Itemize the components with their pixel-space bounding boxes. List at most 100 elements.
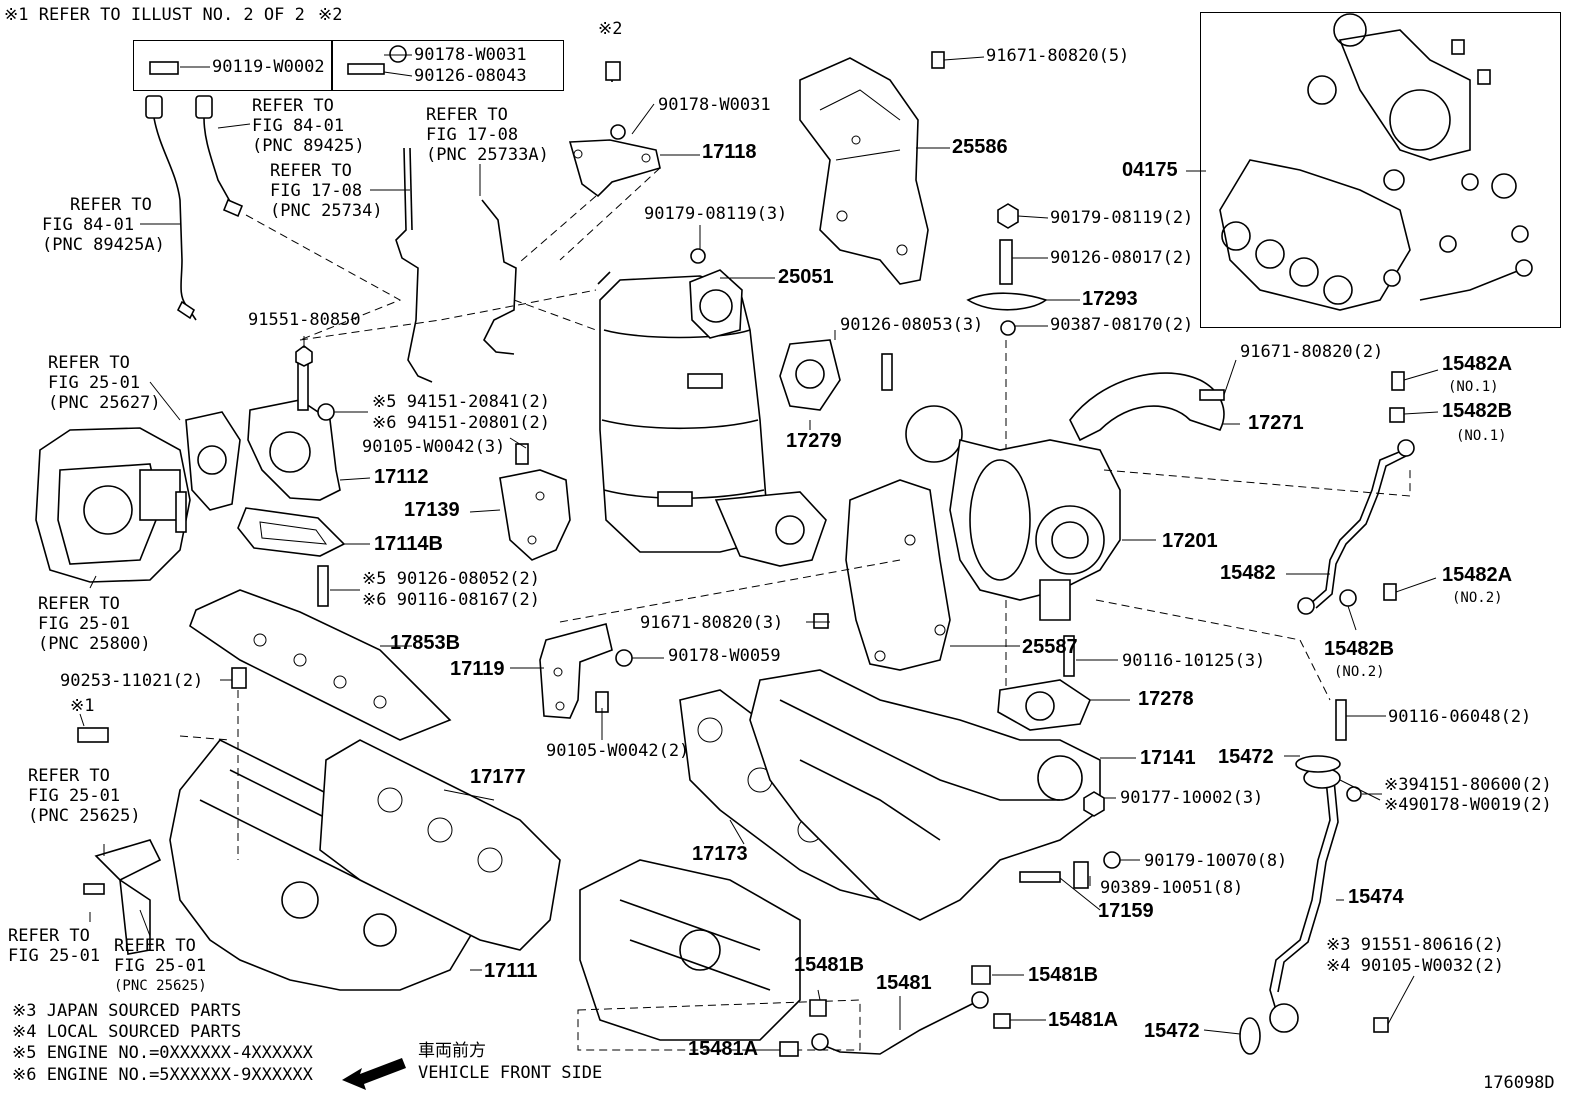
inset-frame <box>1200 12 1561 328</box>
part-90126-08053-3[interactable]: 90126-08053(3) <box>840 315 984 335</box>
part-17159[interactable]: 17159 <box>1098 900 1154 922</box>
part-90179-08119-2[interactable]: 90179-08119(2) <box>1050 208 1194 228</box>
part-90178-W0059[interactable]: 90178-W0059 <box>668 646 781 666</box>
part-17119[interactable]: 17119 <box>450 658 505 680</box>
ref-line: (PNC 89425A) <box>42 235 165 255</box>
part-15482[interactable]: 15482 <box>1220 562 1276 584</box>
part-15474[interactable]: 15474 <box>1348 886 1404 908</box>
part-91551-80616-2[interactable]: ※3 91551-80616(2) <box>1326 935 1505 955</box>
part-91551-80850[interactable]: 91551-80850 <box>248 310 361 330</box>
part-17279[interactable]: 17279 <box>786 430 842 452</box>
ref-line: FIG 25-01 <box>38 614 131 634</box>
part-90179-10070-8[interactable]: 90179-10070(8) <box>1144 851 1288 871</box>
ref-fig-17-08-25734[interactable]: REFER TO FIG 17-08 (PNC 25734) <box>270 161 383 221</box>
part-15482A-no1[interactable]: 15482A <box>1442 353 1513 375</box>
part-90116-10125-3[interactable]: 90116-10125(3) <box>1122 651 1266 671</box>
part-15482A-no2[interactable]: 15482A <box>1442 564 1513 586</box>
part-94151-20801-2[interactable]: ※6 94151-20801(2) <box>372 413 551 433</box>
sensor-wire-harness-b <box>481 199 597 355</box>
part-17293[interactable]: 17293 <box>1082 288 1138 310</box>
ref-fig-25-01-25800[interactable]: REFER TO FIG 25-01 (PNC 25800) <box>38 594 151 654</box>
part-17114B[interactable]: 17114B <box>374 533 443 555</box>
part-15472-top[interactable]: 15472 <box>1218 746 1274 768</box>
part-90116-06048-2[interactable]: 90116-06048(2) <box>1388 707 1532 727</box>
part-90387-08170-2[interactable]: 90387-08170(2) <box>1050 315 1194 335</box>
note-3: ※3 JAPAN SOURCED PARTS <box>12 1001 242 1021</box>
part-15482B-no1[interactable]: 15482B <box>1442 400 1513 422</box>
part-90126-08043[interactable]: 90126-08043 <box>414 66 527 86</box>
heat-insulator-25587 <box>845 479 951 671</box>
part-17278[interactable]: 17278 <box>1138 688 1194 710</box>
part-90116-08167-2[interactable]: ※6 90116-08167(2) <box>362 590 541 610</box>
egr-valve-left <box>35 427 191 583</box>
part-90119-W0002[interactable]: 90119-W0002 <box>212 57 325 77</box>
gasket-17279 <box>779 339 893 411</box>
part-90105-W0042-3[interactable]: 90105-W0042(3) <box>362 437 506 457</box>
ref-line: REFER TO <box>270 161 352 181</box>
ref-line: REFER TO <box>426 105 508 125</box>
part-15481B-left[interactable]: 15481B <box>794 954 865 976</box>
note-5: ※5 ENGINE NO.=0XXXXXX-4XXXXXX <box>12 1043 313 1063</box>
ref-fig-17-08-25733A[interactable]: REFER TO FIG 17-08 (PNC 25733A) <box>426 105 549 165</box>
note-2-marker: ※2 <box>598 19 623 39</box>
oxygen-sensor-left <box>145 95 197 321</box>
ref-line: FIG 25-01 <box>48 373 141 393</box>
ref-fig-25-01-25625-b[interactable]: REFER TO FIG 25-01 (PNC 25625) <box>114 936 207 996</box>
ref-fig-25-01-25627[interactable]: REFER TO FIG 25-01 (PNC 25627) <box>48 353 161 413</box>
part-90179-08119-3[interactable]: 90179-08119(3) <box>644 204 788 224</box>
part-90105-W0032-2[interactable]: ※4 90105-W0032(2) <box>1326 956 1505 976</box>
part-17201[interactable]: 17201 <box>1162 530 1218 552</box>
part-17139[interactable]: 17139 <box>404 499 460 521</box>
part-15472-bottom[interactable]: 15472 <box>1144 1020 1200 1042</box>
part-91671-80820-5[interactable]: 91671-80820(5) <box>986 46 1130 66</box>
part-17177[interactable]: 17177 <box>470 766 526 788</box>
ref-line: (PNC 25625) <box>114 978 207 994</box>
part-15481B-right[interactable]: 15481B <box>1028 964 1099 986</box>
part-25587[interactable]: 25587 <box>1022 636 1078 658</box>
ref-line: (PNC 25734) <box>270 201 383 221</box>
bolts-misc <box>83 45 1225 955</box>
part-90389-10051-8[interactable]: 90389-10051(8) <box>1100 878 1244 898</box>
part-17112[interactable]: 17112 <box>374 466 429 488</box>
vehicle-front-arrow-icon <box>342 1058 406 1090</box>
ref-fig-25-01-25625-a[interactable]: REFER TO FIG 25-01 (PNC 25625) <box>28 766 141 826</box>
part-90178-W0031-a[interactable]: 90178-W0031 <box>414 45 527 65</box>
part-25586[interactable]: 25586 <box>952 136 1008 158</box>
ref-fig-25-01-b[interactable]: REFER TO FIG 25-01 <box>8 926 100 966</box>
part-04175[interactable]: 04175 <box>1122 159 1178 181</box>
part-15481A-right[interactable]: 15481A <box>1048 1009 1119 1031</box>
gasket-17114b <box>237 507 346 557</box>
part-15481[interactable]: 15481 <box>876 972 932 994</box>
part-91671-80820-2[interactable]: 91671-80820(2) <box>1240 342 1384 362</box>
part-17853B[interactable]: 17853B <box>390 632 461 654</box>
part-90178-W0031-b[interactable]: 90178-W0031 <box>658 95 771 115</box>
figure-id: 176098D <box>1483 1073 1555 1093</box>
part-15481A-left[interactable]: 15481A <box>688 1038 759 1060</box>
part-25051[interactable]: 25051 <box>778 266 834 288</box>
note-1-marker: ※1 <box>70 696 95 716</box>
pipe-15481 <box>779 791 1121 1057</box>
part-17141[interactable]: 17141 <box>1140 747 1196 769</box>
part-15482B-no1-tag: (NO.1) <box>1456 428 1507 444</box>
part-15482B-no2-tag: (NO.2) <box>1334 664 1385 680</box>
part-90253-11021-2[interactable]: 90253-11021(2) <box>60 671 204 691</box>
insulator-17271 <box>1069 372 1225 442</box>
part-90126-08017-2[interactable]: 90126-08017(2) <box>1050 248 1194 268</box>
part-91671-80820-3[interactable]: 91671-80820(3) <box>640 613 784 633</box>
part-17173[interactable]: 17173 <box>692 843 748 865</box>
ref-line: REFER TO <box>252 96 334 116</box>
part-17111[interactable]: 17111 <box>484 960 538 982</box>
part-90177-10002-3[interactable]: 90177-10002(3) <box>1120 788 1264 808</box>
part-90105-W0042-2[interactable]: 90105-W0042(2) <box>546 741 690 761</box>
part-94151-20841-2[interactable]: ※5 94151-20841(2) <box>372 392 551 412</box>
part-90178-W0019-2[interactable]: ※490178-W0019(2) <box>1384 795 1552 815</box>
ref-line: REFER TO <box>70 195 152 215</box>
ref-fig-84-01-89425A[interactable]: REFER TO FIG 84-01 (PNC 89425A) <box>42 195 165 255</box>
part-90126-08052-2[interactable]: ※5 90126-08052(2) <box>362 569 541 589</box>
part-17271[interactable]: 17271 <box>1248 412 1304 434</box>
part-17118[interactable]: 17118 <box>702 141 757 163</box>
ref-line: FIG 25-01 <box>114 956 207 976</box>
part-94151-80600-2[interactable]: ※394151-80600(2) <box>1384 775 1552 795</box>
part-15482B-no2[interactable]: 15482B <box>1324 638 1395 660</box>
ref-fig-84-01-89425[interactable]: REFER TO FIG 84-01 (PNC 89425) <box>252 96 365 156</box>
